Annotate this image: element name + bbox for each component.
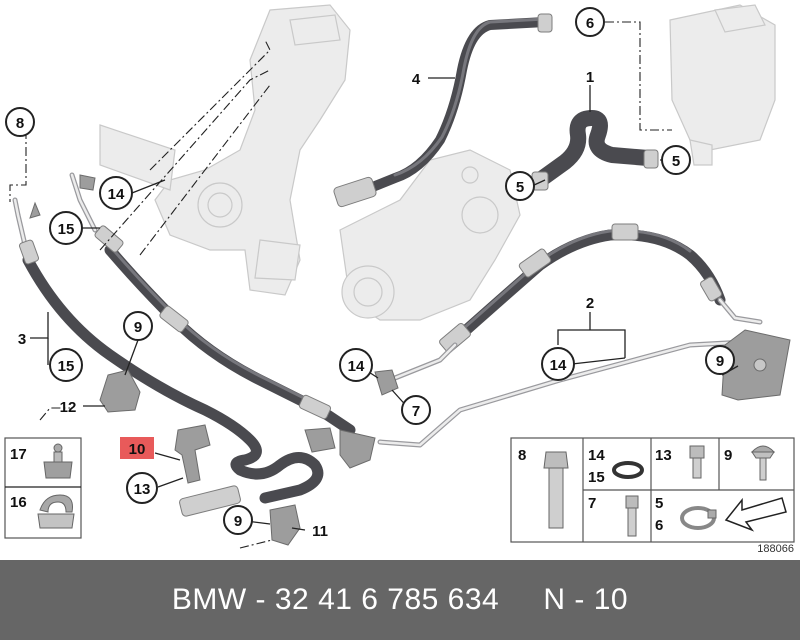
drawing-number: 188066 <box>757 543 794 555</box>
reference-lines <box>9 21 672 549</box>
brackets <box>29 174 399 546</box>
hose-4 <box>333 13 553 208</box>
steering-gear-ghost <box>99 4 351 296</box>
callout-9a: 9 <box>123 311 153 341</box>
svg-text:15: 15 <box>58 221 75 238</box>
svg-text:11: 11 <box>312 523 328 540</box>
part-number-caption: BMW - 32 41 6 785 634 N - 10 <box>171 583 629 616</box>
svg-text:1: 1 <box>586 69 594 86</box>
power-steering-hose-diagram: 1 2 3 4 5 5 6 7 8 9 9 9 10 11 12 13 14 1… <box>4 4 795 555</box>
svg-text:7: 7 <box>412 403 420 420</box>
bolt-8-icon <box>543 451 569 529</box>
callout-8: 8 <box>5 107 35 137</box>
svg-text:13: 13 <box>655 447 672 464</box>
svg-text:15: 15 <box>58 358 75 375</box>
svg-text:14: 14 <box>108 186 125 203</box>
hose-1 <box>531 110 659 191</box>
callout-13: 13 <box>126 472 158 504</box>
callout-5b: 5 <box>661 145 691 175</box>
small-parts-table-left: 17 16 <box>4 437 82 539</box>
callout-14c: 14 <box>541 347 575 381</box>
svg-text:16: 16 <box>10 494 27 511</box>
pump-ghost <box>339 149 521 321</box>
callout-9c: 9 <box>223 505 253 535</box>
callout-14b: 14 <box>339 348 373 382</box>
reservoir-ghost <box>669 4 776 166</box>
callout-14a: 14 <box>99 176 133 210</box>
svg-text:14: 14 <box>550 357 567 374</box>
clip-16-icon <box>37 494 75 529</box>
svg-text:4: 4 <box>412 71 421 88</box>
callout-6: 6 <box>575 7 605 37</box>
svg-text:2: 2 <box>586 295 594 312</box>
sealing-ring-15-icon <box>612 461 644 479</box>
callout-1: 1 <box>586 69 594 86</box>
svg-text:8: 8 <box>518 447 526 464</box>
svg-text:5: 5 <box>516 179 524 196</box>
svg-text:10: 10 <box>129 441 146 458</box>
svg-text:9: 9 <box>234 513 242 530</box>
callout-12: 12 <box>60 399 77 416</box>
svg-text:6: 6 <box>586 15 594 32</box>
svg-text:9: 9 <box>724 447 732 464</box>
svg-text:7: 7 <box>588 495 596 512</box>
small-parts-table-right: 8 14 15 13 9 7 5 6 <box>510 437 795 543</box>
footer-bar: BMW - 32 41 6 785 634 N - 10 <box>0 560 800 640</box>
callout-2: 2 <box>586 295 594 312</box>
svg-text:9: 9 <box>134 319 142 336</box>
svg-text:13: 13 <box>134 481 151 498</box>
grommet-17-icon <box>43 443 73 479</box>
hose-assembly-2 <box>377 223 791 448</box>
direction-arrow-icon <box>724 497 787 532</box>
callout-11: 11 <box>312 523 328 540</box>
callout-10-highlighted: 10 <box>120 437 154 459</box>
svg-text:14: 14 <box>588 447 605 464</box>
svg-text:15: 15 <box>588 469 605 486</box>
screw-7-icon <box>625 495 639 537</box>
svg-text:5: 5 <box>655 495 663 512</box>
svg-text:8: 8 <box>16 115 24 132</box>
callout-4: 4 <box>412 71 421 88</box>
hose-assembly-3 <box>12 172 376 517</box>
svg-text:14: 14 <box>348 358 365 375</box>
callout-7: 7 <box>401 395 431 425</box>
screw-9-icon <box>750 445 776 481</box>
callout-9b: 9 <box>705 345 735 375</box>
svg-text:17: 17 <box>10 446 27 463</box>
callout-3: 3 <box>18 331 26 348</box>
callout-15b: 15 <box>49 348 83 382</box>
svg-text:6: 6 <box>655 517 663 534</box>
svg-text:5: 5 <box>672 153 680 170</box>
screw-13-icon <box>689 445 705 479</box>
callout-5a: 5 <box>505 171 535 201</box>
svg-text:9: 9 <box>716 353 724 370</box>
svg-text:12: 12 <box>60 399 77 416</box>
hose-clamp-5-6-icon <box>680 506 717 530</box>
callout-15a: 15 <box>49 211 83 245</box>
svg-text:3: 3 <box>18 331 26 348</box>
